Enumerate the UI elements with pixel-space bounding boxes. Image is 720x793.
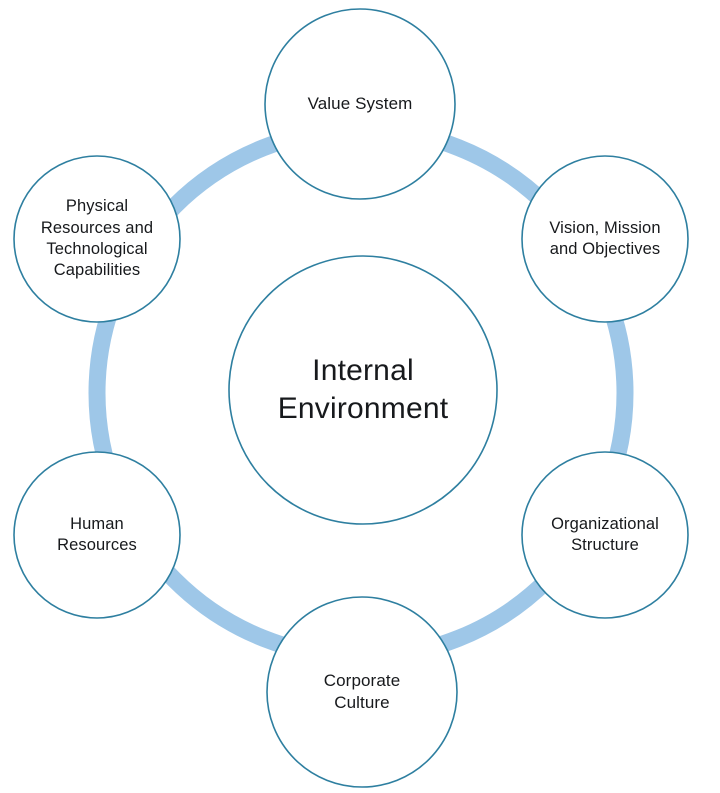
- node-circle-corporate-culture[interactable]: [266, 596, 458, 788]
- hub-internal-environment[interactable]: Internal Environment: [228, 255, 498, 525]
- node-value-system[interactable]: Value System: [264, 8, 456, 200]
- node-circle-organizational-structure[interactable]: [521, 451, 689, 619]
- hub-circle-internal-environment[interactable]: [228, 255, 498, 525]
- node-circle-physical-resources[interactable]: [13, 155, 181, 323]
- node-human-resources[interactable]: Human Resources: [13, 451, 181, 619]
- node-organizational-structure[interactable]: Organizational Structure: [521, 451, 689, 619]
- node-vision-mission-objectives[interactable]: Vision, Mission and Objectives: [521, 155, 689, 323]
- node-corporate-culture[interactable]: Corporate Culture: [266, 596, 458, 788]
- node-label-value-system: Value System: [307, 93, 413, 113]
- node-label-corporate-culture: Corporate Culture: [323, 670, 401, 712]
- node-label-organizational-structure: Organizational Structure: [551, 514, 659, 554]
- node-circle-human-resources[interactable]: [13, 451, 181, 619]
- node-circle-value-system[interactable]: [264, 8, 456, 200]
- node-label-physical-resources-technological-capabilities: Physical Resources and Technological Cap…: [40, 197, 154, 280]
- node-physical-resources-technological-capabilities[interactable]: Physical Resources and Technological Cap…: [13, 155, 181, 323]
- node-label-human-resources: Human Resources: [57, 514, 137, 554]
- hub-label-internal-environment: Internal Environment: [277, 353, 449, 425]
- node-circle-vision-mission-objectives[interactable]: [521, 155, 689, 323]
- node-label-vision-mission-objectives: Vision, Mission and Objectives: [549, 218, 661, 258]
